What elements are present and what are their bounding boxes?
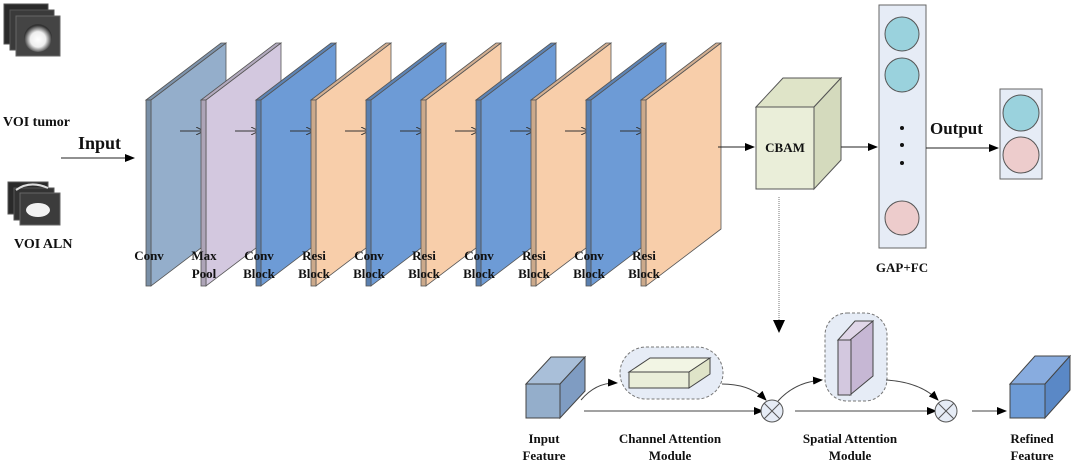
layer-label: Pool [192,266,217,281]
layer-label: Block [518,266,551,281]
layer-label: Block [353,266,386,281]
cbam-label: CBAM [765,140,805,155]
input-feature-label-1: Input [528,431,560,446]
layer-label: Conv [574,248,604,263]
fc-neuron [884,57,920,93]
channel-attention-label-2: Module [649,448,692,463]
arrow-input-to-channel [580,378,618,401]
voi-aln-image [7,181,61,226]
refined-feature-label-1: Refined [1010,431,1054,446]
fc-neuron [884,200,920,236]
spatial-attention-label-1: Spatial Attention [803,431,898,446]
layer-label: Max [191,248,217,263]
layer-slab-resiblock [639,42,723,287]
voi-tumor-image [3,3,61,57]
arrow-multiply-to-spatial [777,376,823,402]
layer-label: Block [408,266,441,281]
layer-stack [144,42,723,287]
channel-attention-label-1: Channel Attention [619,431,722,446]
input-feature-cube [524,355,587,420]
spatial-attention-block [836,319,875,397]
refined-feature-label-2: Feature [1010,448,1053,463]
layer-label: Conv [354,248,384,263]
output-neuron-negative [1002,136,1040,174]
layer-label: Block [463,266,496,281]
cbam-detail-arrowhead [773,320,785,333]
spatial-attention-label-2: Module [829,448,872,463]
voi-aln-label: VOI ALN [14,237,72,252]
layer-label: Block [573,266,606,281]
fc-ellipsis-dot [900,161,904,165]
fc-ellipsis-dot [900,143,904,147]
layer-label: Resi [522,248,546,263]
arrow-channel-to-multiply [721,383,767,401]
output-neuron-positive [1002,94,1040,132]
multiply-icon-1 [760,399,784,423]
gap-fc-label: GAP+FC [876,260,928,275]
fc-neuron [884,16,920,52]
layer-label: Conv [464,248,494,263]
layer-label: Conv [244,248,274,263]
layer-label: Block [243,266,276,281]
layer-label: Conv [134,248,164,263]
layer-label: Resi [302,248,326,263]
cbam-block [754,76,843,191]
output-label: Output [930,119,983,138]
refined-feature-cube [1008,354,1072,420]
multiply-icon-2 [934,399,958,423]
layer-label: Resi [412,248,436,263]
layer-label: Block [298,266,331,281]
input-feature-label-2: Feature [522,448,565,463]
layer-label: Resi [632,248,656,263]
fc-ellipsis-dot [900,126,904,130]
arrow-spatial-to-multiply [885,379,939,401]
layer-label: Block [628,266,661,281]
channel-attention-block [627,357,712,389]
input-label: Input [78,133,121,153]
voi-tumor-label: VOI tumor [3,115,70,130]
